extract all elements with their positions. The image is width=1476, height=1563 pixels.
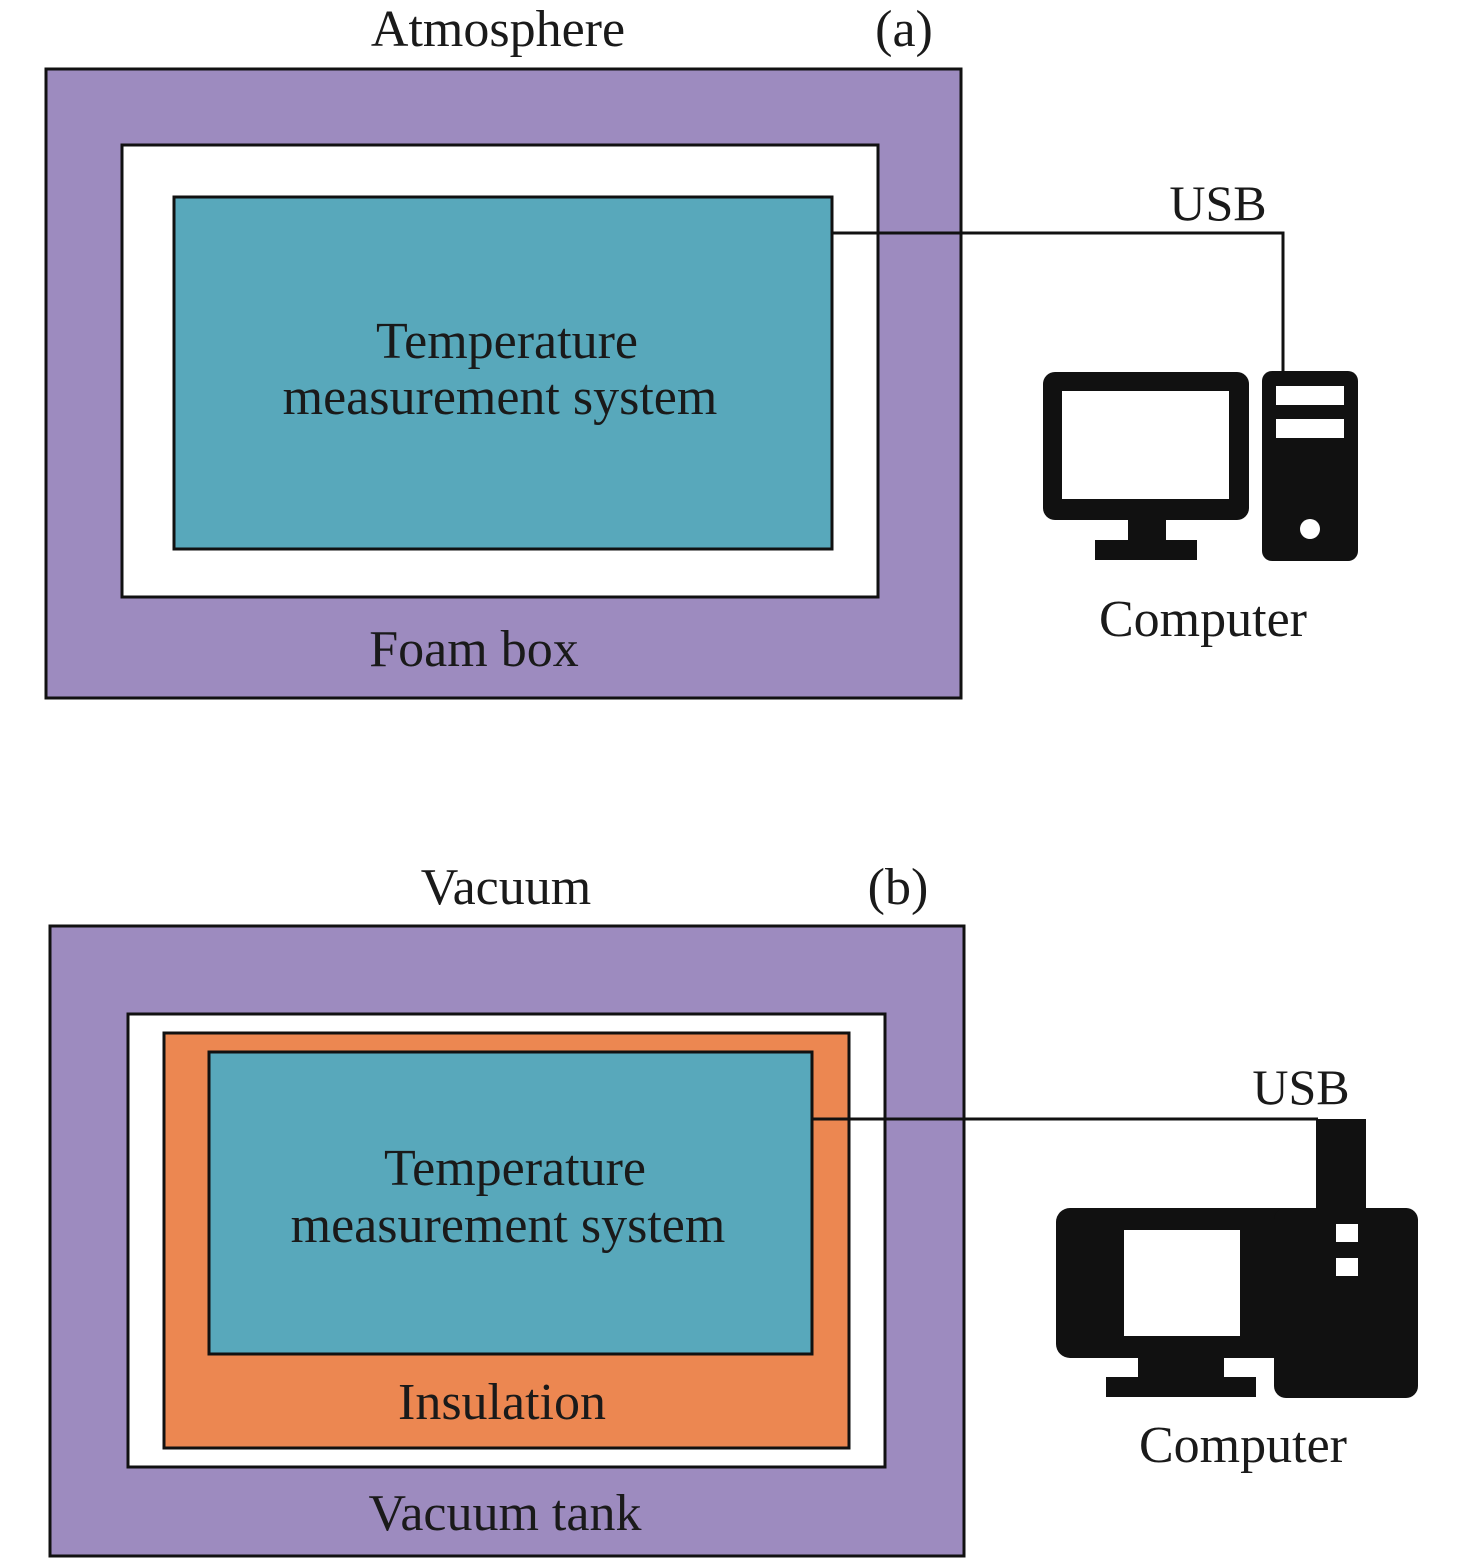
desktop-computer-icon	[1056, 1119, 1418, 1398]
foam-box-label: Foam box	[369, 621, 578, 678]
panel-a: Atmosphere (a) Temperature measurement s…	[44, 1, 1358, 700]
desktop-computer-icon	[1043, 371, 1358, 561]
system-label-b-line2: measurement system	[291, 1197, 726, 1254]
usb-label-a: USB	[1169, 175, 1266, 231]
computer-label-b: Computer	[1139, 1417, 1347, 1474]
usb-label-b: USB	[1252, 1059, 1349, 1115]
vacuum-label: Vacuum	[421, 859, 591, 916]
panel-b: Vacuum (b) Temperature measurement syste…	[48, 859, 1418, 1558]
panel-b-label: (b)	[868, 859, 929, 916]
system-label-a-line1: Temperature	[376, 313, 638, 370]
system-label-b-line1: Temperature	[384, 1140, 646, 1197]
system-label-a-line2: measurement system	[283, 369, 718, 426]
temperature-measurement-system-b	[207, 1050, 814, 1356]
panel-a-label: (a)	[875, 1, 933, 58]
insulation-label: Insulation	[398, 1374, 606, 1431]
computer-label-a: Computer	[1099, 591, 1307, 648]
vacuum-tank-label: Vacuum tank	[369, 1485, 642, 1542]
usb-cable-a	[832, 231, 1285, 373]
atmosphere-label: Atmosphere	[371, 1, 625, 58]
temperature-measurement-system-a	[172, 195, 834, 551]
